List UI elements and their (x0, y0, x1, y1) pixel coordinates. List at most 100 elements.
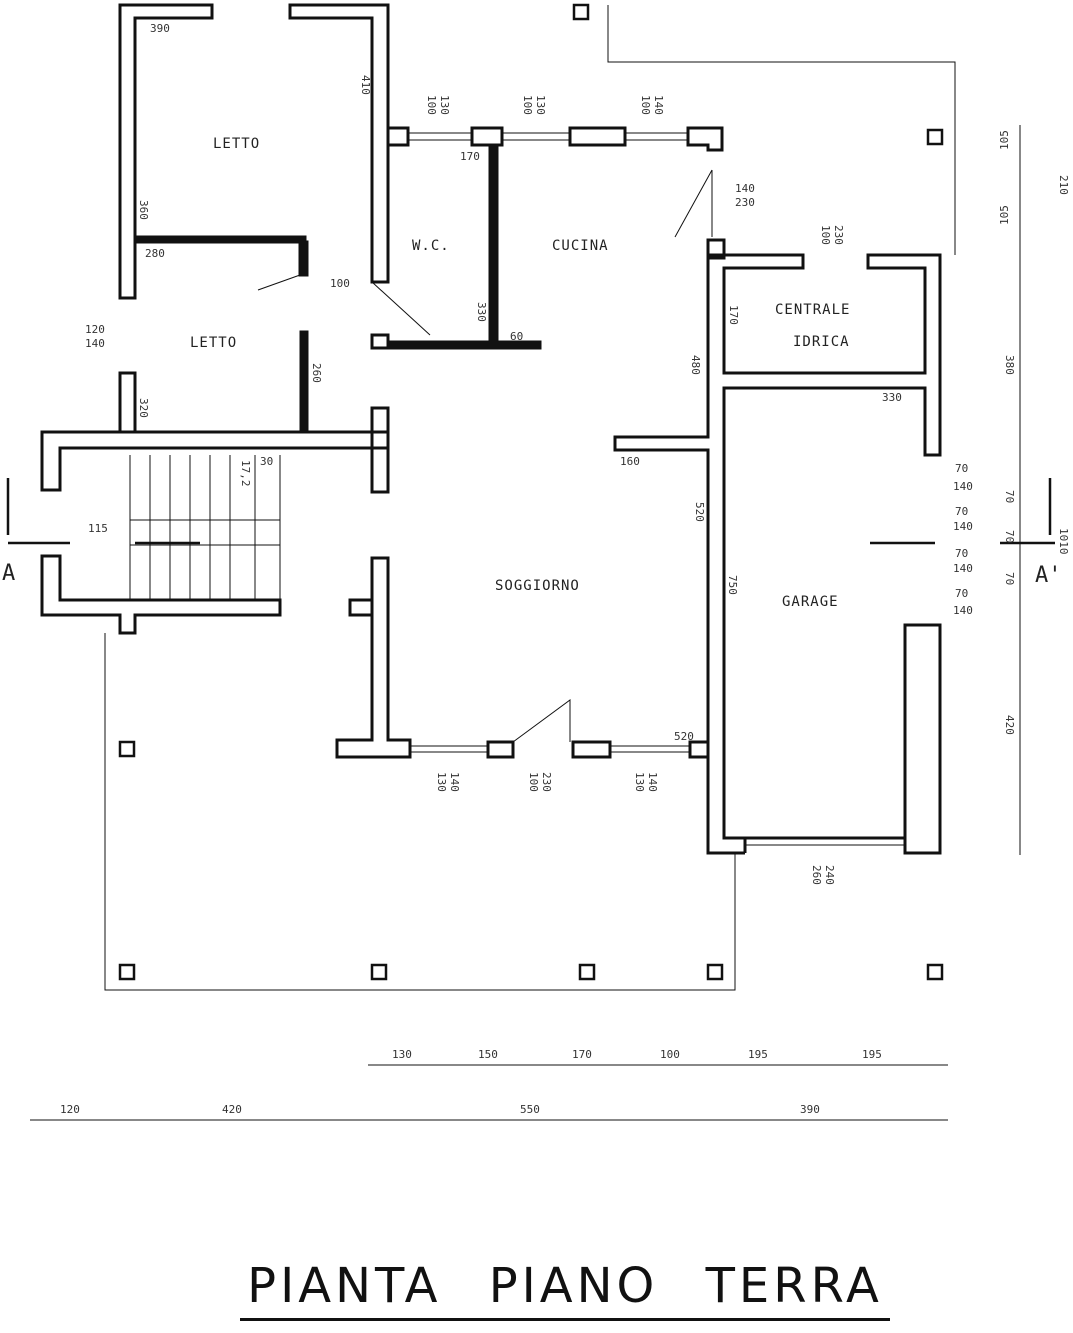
stairs (129, 455, 281, 600)
dim-130-s1: 130 (435, 772, 448, 792)
dim-100-b: 100 (521, 95, 534, 115)
dim-320: 320 (137, 398, 150, 418)
dim-410: 410 (359, 75, 372, 95)
section-mark-left: A (2, 561, 15, 586)
pillars (118, 3, 944, 981)
door-swing-soggiorno (512, 699, 571, 743)
room-cucina: CUCINA (552, 238, 609, 254)
dim-130-s3: 130 (633, 772, 646, 792)
dim-420-right: 420 (1003, 715, 1016, 735)
dim-230-k: 230 (735, 196, 755, 209)
dim-bottom-550: 550 (520, 1103, 540, 1116)
dim-140-k: 140 (735, 182, 755, 195)
room-soggiorno: SOGGIORNO (495, 578, 580, 594)
dim-750: 750 (726, 575, 739, 595)
dim-bottom-120: 120 (60, 1103, 80, 1116)
title-underline (240, 1318, 890, 1321)
door-swing-letto (257, 274, 301, 291)
wall-stairs-bottom (40, 554, 282, 635)
door-swing-wc (371, 281, 431, 336)
dim-170-v: 170 (727, 305, 740, 325)
section-mark-right: A' (1035, 563, 1062, 588)
dim-100-s2: 100 (527, 772, 540, 792)
wall-stairs-top (40, 430, 390, 492)
room-letto-2: LETTO (190, 335, 237, 351)
section-line-right (870, 478, 1055, 545)
room-centrale-2: IDRICA (793, 334, 850, 350)
dim-140-s3: 140 (646, 772, 659, 792)
wall-stairs-right (348, 598, 374, 617)
wall-partition-letto (133, 235, 307, 244)
dim-390-top: 390 (150, 22, 170, 35)
dim-380: 380 (1003, 355, 1016, 375)
dim-140-2: 140 (953, 520, 973, 533)
dim-210: 210 (1057, 175, 1070, 195)
room-garage: GARAGE (782, 594, 839, 610)
dim-30: 30 (260, 455, 273, 468)
dim-bottom-170: 170 (572, 1048, 592, 1061)
dim-120: 120 (85, 323, 105, 336)
dim-360: 360 (137, 200, 150, 220)
dim-60: 60 (510, 330, 523, 343)
dim-130-a: 130 (438, 95, 451, 115)
door-swing-kitchen (674, 169, 713, 238)
dim-right-70-3: 70 (1003, 572, 1016, 585)
dim-160: 160 (620, 455, 640, 468)
dim-140-c: 140 (652, 95, 665, 115)
dim-bottom-150: 150 (478, 1048, 498, 1061)
room-wc: W.C. (412, 238, 450, 254)
dim-230-s2: 230 (540, 772, 553, 792)
window-top-3 (625, 132, 688, 141)
dim-70-1: 70 (955, 462, 968, 475)
wall-soggiorno-right-bottom (688, 740, 710, 759)
dim-bottom-420: 420 (222, 1103, 242, 1116)
dim-130-b: 130 (534, 95, 547, 115)
dim-140: 140 (85, 337, 105, 350)
dim-bottom-390: 390 (800, 1103, 820, 1116)
wall-garage-bottom-left (724, 836, 747, 853)
wall-soggiorno-left-upper (370, 406, 390, 494)
wall-partition-letto-v (298, 240, 309, 277)
dim-105-a: 105 (998, 130, 1011, 150)
dim-140-1: 140 (953, 480, 973, 493)
dim-260-g: 260 (810, 865, 823, 885)
dim-480: 480 (689, 355, 702, 375)
dim-280: 280 (145, 247, 165, 260)
window-top-2 (502, 132, 570, 141)
wall-letto2-left (118, 371, 137, 434)
wall-pier-bottom-1 (486, 740, 515, 759)
dim-140-3: 140 (953, 562, 973, 575)
wall-stub (370, 333, 390, 350)
dim-bottom-100: 100 (660, 1048, 680, 1061)
dim-115: 115 (88, 522, 108, 535)
plan-title: PIANTA PIANO TERRA (247, 1258, 883, 1314)
wall-pier-bottom-2 (571, 740, 612, 759)
room-centrale-1: CENTRALE (775, 302, 850, 318)
dim-100-g: 100 (819, 225, 832, 245)
dim-520-h: 520 (674, 730, 694, 743)
dim-240-g: 240 (823, 865, 836, 885)
section-line-left (6, 478, 200, 545)
wall-cucina-right (706, 238, 726, 260)
dim-right-70-1: 70 (1003, 490, 1016, 503)
wall-wc-left (386, 126, 410, 147)
wall-pier-2 (568, 126, 627, 147)
dim-70-4: 70 (955, 587, 968, 600)
wall-pier-3 (686, 126, 724, 152)
dim-bottom-195-b: 195 (862, 1048, 882, 1061)
dim-100-a: 100 (425, 95, 438, 115)
dim-140-4: 140 (953, 604, 973, 617)
dim-105-b: 105 (998, 205, 1011, 225)
dim-170: 170 (460, 150, 480, 163)
dim-70-2: 70 (955, 505, 968, 518)
wall-soggiorno-left (335, 556, 412, 759)
wall-letto2-right (299, 330, 309, 434)
wall-wc-right (488, 146, 499, 347)
dim-17: 17,2 (239, 460, 252, 487)
dim-100-c: 100 (639, 95, 652, 115)
dim-260: 260 (310, 363, 323, 383)
window-top-1 (408, 132, 472, 141)
dim-right-70-2: 70 (1003, 530, 1016, 543)
dim-330-h: 330 (882, 391, 902, 404)
